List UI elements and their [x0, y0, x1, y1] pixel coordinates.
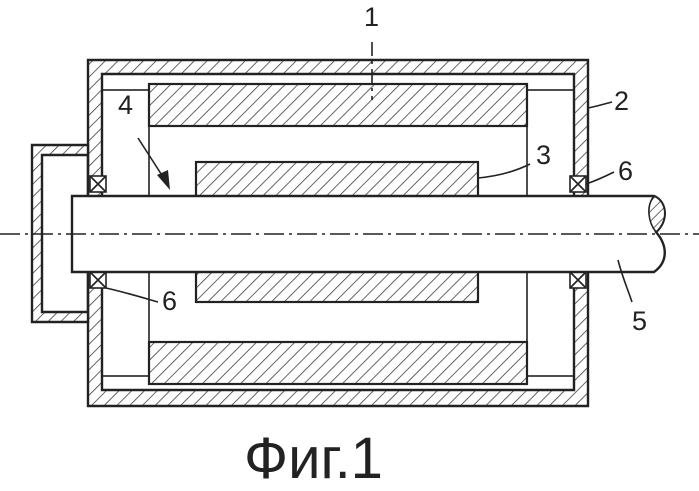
label-end-wall: 2 [614, 86, 629, 116]
label-gap: 4 [118, 90, 133, 120]
label-housing: 1 [364, 2, 379, 32]
stator-upper [149, 84, 527, 126]
label-bearing-right: 6 [618, 156, 633, 186]
figure-caption: Фиг.1 [244, 426, 383, 491]
label-rotor: 3 [536, 140, 551, 170]
label-shaft: 5 [632, 306, 647, 336]
stator-lower [149, 342, 527, 384]
label-bearing-left: 6 [162, 286, 177, 316]
bearing-left-bottom [90, 272, 106, 288]
gap-arrow [138, 138, 170, 190]
bearing-left-top [90, 176, 106, 192]
bearing-right-top [570, 176, 586, 192]
bearing-right-bottom [570, 272, 586, 288]
